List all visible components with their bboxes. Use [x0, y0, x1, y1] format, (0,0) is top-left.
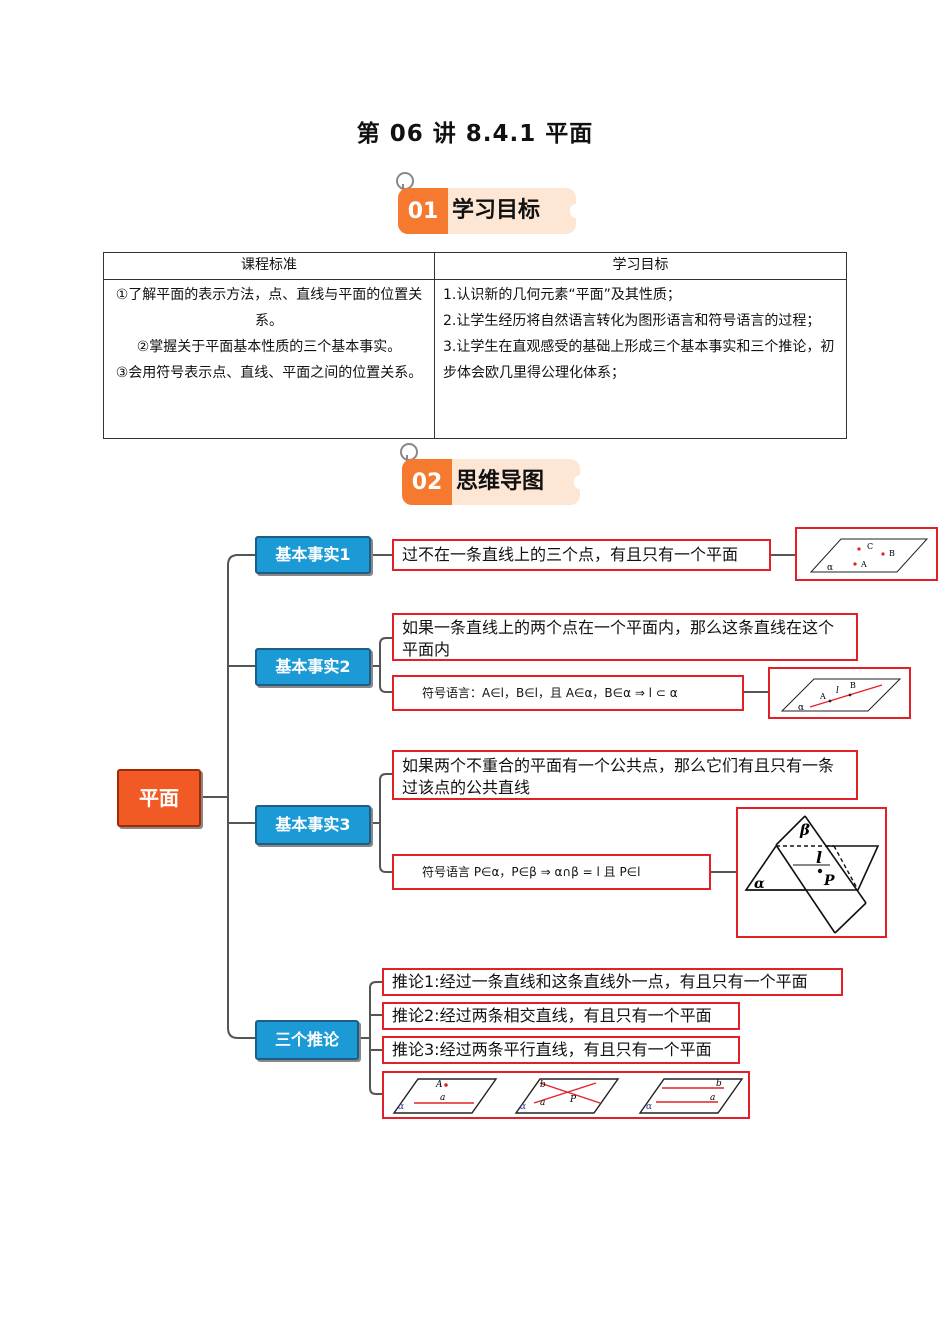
svg-text:A: A — [819, 692, 826, 701]
svg-text:α: α — [520, 1102, 526, 1112]
goal-item: 3.让学生在直观感受的基础上形成三个基本事实和三个推论，初步体会欧几里得公理化体… — [443, 339, 835, 381]
table-row: ①了解平面的表示方法，点、直线与平面的位置关系。 ②掌握关于平面基本性质的三个基… — [103, 279, 847, 439]
fact2-text: 如果一条直线上的两个点在一个平面内，那么这条直线在这个平面内 — [392, 613, 858, 661]
corollary-1: 推论1:经过一条直线和这条直线外一点，有且只有一个平面 — [382, 968, 843, 996]
svg-text:A: A — [435, 1080, 443, 1090]
fact3-figure: β l P α — [736, 807, 887, 938]
corollary-2: 推论2:经过两条相交直线，有且只有一个平面 — [382, 1002, 740, 1030]
svg-text:α: α — [754, 876, 765, 892]
section-label: 思维导图 — [456, 469, 545, 494]
mindmap-root: 平面 — [117, 769, 201, 827]
node-corollaries: 三个推论 — [255, 1020, 359, 1060]
section-badge-goals: 01 学习目标 — [396, 172, 582, 234]
svg-text:B: B — [850, 681, 856, 690]
fact3-text: 如果两个不重合的平面有一个公共点，那么它们有且只有一条过该点的公共直线 — [392, 750, 858, 800]
table-header: 学习目标 — [434, 252, 847, 280]
node-fact2: 基本事实2 — [255, 648, 371, 686]
table-cell-standards: ①了解平面的表示方法，点、直线与平面的位置关系。 ②掌握关于平面基本性质的三个基… — [103, 279, 435, 439]
svg-text:a: a — [710, 1093, 715, 1103]
standard-item: ①了解平面的表示方法，点、直线与平面的位置关系。 — [115, 287, 423, 329]
page-title: 第 06 讲 8.4.1 平面 — [356, 121, 594, 147]
fact2-figure: A l B α — [768, 667, 911, 719]
svg-text:P: P — [823, 873, 835, 889]
standard-item: ③会用符号表示点、直线、平面之间的位置关系。 — [115, 365, 423, 381]
svg-text:α: α — [398, 1102, 404, 1112]
svg-text:b: b — [716, 1079, 722, 1089]
goals-table: 课程标准 学习目标 ①了解平面的表示方法，点、直线与平面的位置关系。 ②掌握关于… — [103, 252, 847, 439]
standard-item: ②掌握关于平面基本性质的三个基本事实。 — [136, 339, 402, 355]
fact2-symbol: 符号语言：A∈l，B∈l，且 A∈α，B∈α ⇒ l ⊂ α — [392, 675, 744, 711]
svg-text:α: α — [798, 703, 804, 713]
fact1-figure: C B A α — [795, 527, 938, 581]
node-fact3: 基本事实3 — [255, 805, 371, 845]
section-number: 01 — [398, 188, 448, 234]
fact3-symbol: 符号语言 P∈α，P∈β ⇒ α∩β = l 且 P∈l — [392, 854, 711, 890]
table-header: 课程标准 — [103, 252, 435, 280]
svg-text:B: B — [889, 549, 895, 558]
goal-item: 2.让学生经历将自然语言转化为图形语言和符号语言的过程； — [443, 313, 821, 329]
table-cell-goals: 1.认识新的几何元素“平面”及其性质； 2.让学生经历将自然语言转化为图形语言和… — [434, 279, 847, 439]
svg-text:a: a — [440, 1093, 445, 1103]
section-badge-mindmap: 02 思维导图 — [400, 443, 586, 505]
section-number: 02 — [402, 459, 452, 505]
corollary-3: 推论3:经过两条平行直线，有且只有一个平面 — [382, 1036, 740, 1064]
section-label: 学习目标 — [452, 198, 541, 223]
svg-text:l: l — [816, 848, 822, 867]
table-header-row: 课程标准 学习目标 — [103, 252, 847, 280]
svg-text:β: β — [799, 821, 810, 839]
svg-text:α: α — [827, 563, 833, 573]
svg-text:C: C — [867, 542, 873, 551]
corollaries-figure: A a α b a P α b a α — [382, 1071, 750, 1119]
svg-text:b: b — [540, 1080, 546, 1090]
svg-text:P: P — [569, 1095, 577, 1105]
svg-text:l: l — [836, 686, 839, 696]
svg-text:A: A — [860, 560, 867, 569]
fact1-text: 过不在一条直线上的三个点，有且只有一个平面 — [392, 539, 771, 571]
goal-item: 1.认识新的几何元素“平面”及其性质； — [443, 287, 681, 303]
svg-text:a: a — [540, 1098, 545, 1108]
svg-text:α: α — [646, 1102, 652, 1112]
node-fact1: 基本事实1 — [255, 536, 371, 574]
